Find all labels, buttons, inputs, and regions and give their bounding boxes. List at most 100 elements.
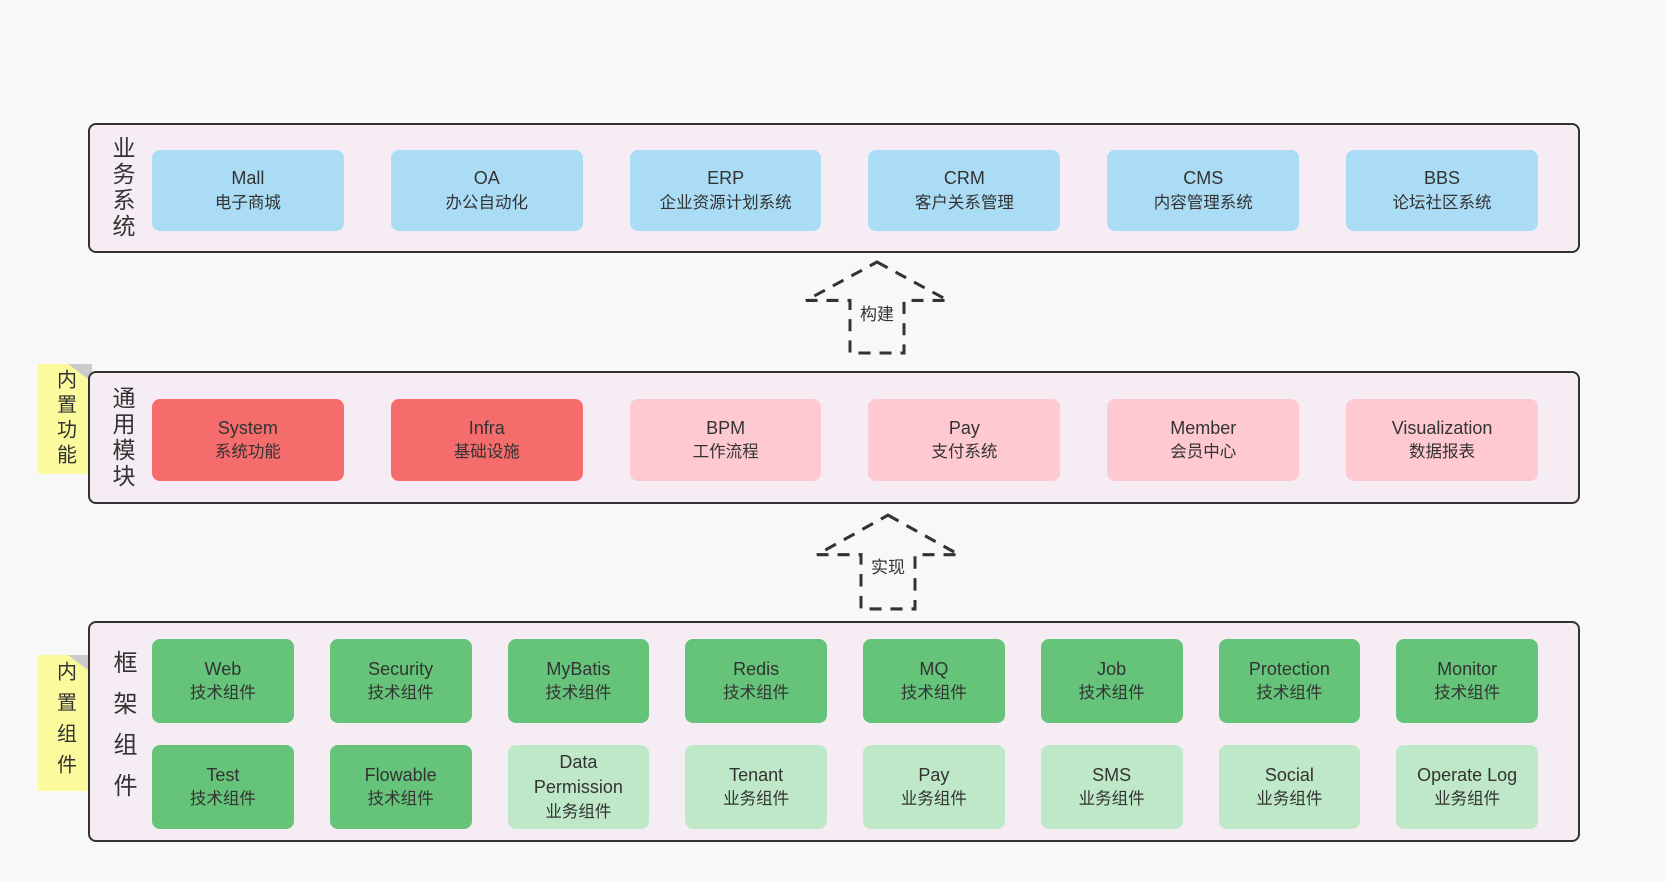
implement-arrow: 实现	[813, 512, 963, 612]
module-box-subtitle: 客户关系管理	[914, 193, 1014, 212]
sticky-note-label: 内置组件	[53, 661, 76, 785]
module-box-title: Redis	[733, 658, 780, 679]
module-box-subtitle: 技术组件	[1078, 684, 1145, 703]
module-box-title: MyBatis	[546, 658, 611, 679]
module-box-subtitle: 技术组件	[367, 684, 434, 703]
module-box-title: Job	[1097, 658, 1127, 679]
module-box-title: OA	[473, 168, 500, 189]
module-box-title: Tenant	[729, 764, 784, 785]
dashed-up-arrow-icon	[805, 260, 949, 355]
module-box-subtitle: 内容管理系统	[1153, 193, 1253, 212]
module-box-protection: Protection 技术组件	[1218, 639, 1361, 723]
module-box-bbs: BBS 论坛社区系统	[1346, 150, 1538, 231]
module-box-tenant: Tenant 业务组件	[685, 745, 827, 829]
module-box-social: Social 业务组件	[1218, 745, 1361, 829]
business-systems-box-row: Mall 电子商城 OA 办公自动化 ERP 企业资源计划系统 CRM 客户关系管理 CMS 内容…	[152, 150, 1538, 231]
folded-corner-icon	[68, 655, 92, 673]
module-box-title: MQ	[919, 658, 949, 679]
module-box-title: System	[217, 417, 278, 438]
folded-corner-icon	[68, 364, 92, 382]
layer-label-common-modules: 通用模块	[109, 385, 135, 490]
layer-business-systems: 业务系统 Mall 电子商城 OA 办公自动化 ERP 企业资源计划系统 CRM 客户关系管理…	[88, 123, 1580, 253]
module-box-subtitle: 技术组件	[367, 790, 434, 809]
module-box-sms: SMS 业务组件	[1040, 745, 1183, 829]
module-box-operate-log: Operate Log 业务组件	[1396, 745, 1538, 829]
module-box-subtitle: 工作流程	[692, 443, 759, 462]
module-box-title: CMS	[1183, 168, 1224, 189]
module-box-title: Web	[204, 658, 242, 679]
module-box-crm: CRM 客户关系管理	[868, 150, 1061, 231]
module-box-subtitle: 企业资源计划系统	[659, 193, 792, 212]
module-box-mall: Mall 电子商城	[152, 150, 344, 231]
module-box-title: Pay	[948, 417, 980, 438]
dashed-up-arrow-icon	[816, 513, 960, 611]
module-box-mq: MQ 技术组件	[863, 639, 1005, 723]
module-box-subtitle: 技术组件	[723, 684, 790, 703]
module-box-system: System 系统功能	[152, 399, 344, 481]
module-box-title: Mall	[231, 168, 265, 189]
module-box-title: BBS	[1424, 168, 1461, 189]
module-box-oa: OA 办公自动化	[390, 150, 583, 231]
module-box-title: ERP	[707, 168, 745, 189]
module-box-title: Security	[368, 658, 434, 679]
layer-label-business-systems: 业务系统	[109, 136, 135, 240]
module-box-title: Data Permission	[533, 751, 623, 798]
module-box-subtitle: 系统功能	[214, 443, 281, 462]
module-box-subtitle: 会员中心	[1170, 443, 1237, 462]
module-box-subtitle: 技术组件	[1434, 684, 1501, 703]
module-box-cms: CMS 内容管理系统	[1107, 150, 1300, 231]
module-box-subtitle: 基础设施	[453, 443, 520, 462]
module-box-subtitle: 业务组件	[1434, 790, 1501, 809]
module-box-bpm: BPM 工作流程	[629, 399, 822, 481]
module-box-subtitle: 业务组件	[723, 790, 790, 809]
module-box-subtitle: 技术组件	[189, 684, 256, 703]
module-box-title: Test	[206, 764, 240, 785]
module-box-title: Member	[1170, 417, 1237, 438]
module-box-subtitle: 支付系统	[931, 443, 998, 462]
module-box-subtitle: 业务组件	[1256, 790, 1323, 809]
module-box-title: SMS	[1092, 764, 1132, 785]
build-arrow: 构建	[802, 259, 952, 356]
module-box-mybatis: MyBatis 技术组件	[507, 639, 650, 723]
module-box-subtitle: 办公自动化	[445, 193, 528, 212]
module-box-title: CRM	[943, 168, 985, 189]
module-box-subtitle: 业务组件	[545, 802, 612, 821]
module-box-erp: ERP 企业资源计划系统	[629, 150, 822, 231]
module-box-web: Web 技术组件	[152, 639, 294, 723]
module-box-subtitle: 技术组件	[1256, 684, 1323, 703]
module-box-pay: Pay 支付系统	[868, 399, 1061, 481]
module-box-member: Member 会员中心	[1107, 399, 1300, 481]
module-box-subtitle: 业务组件	[1078, 790, 1145, 809]
module-box-title: BPM	[706, 417, 746, 438]
module-box-data-permission: Data Permission 业务组件	[507, 745, 650, 829]
module-box-title: Social	[1264, 764, 1314, 785]
module-box-monitor: Monitor 技术组件	[1396, 639, 1538, 723]
module-box-title: Operate Log	[1417, 764, 1518, 785]
layer-label-framework-components: 框架组件	[109, 649, 136, 814]
module-box-title: Visualization	[1391, 417, 1493, 438]
module-box-security: Security 技术组件	[329, 639, 472, 723]
module-box-job: Job 技术组件	[1040, 639, 1183, 723]
module-box-title: Protection	[1248, 658, 1330, 679]
sticky-note-label: 内置功能	[53, 369, 76, 469]
module-box-title: Pay	[918, 764, 950, 785]
module-box-redis: Redis 技术组件	[685, 639, 827, 723]
sticky-note-built-in-components: 内置组件	[38, 655, 92, 791]
module-box-subtitle: 数据报表	[1409, 443, 1476, 462]
module-box-subtitle: 论坛社区系统	[1392, 193, 1492, 212]
module-box-title: Flowable	[364, 764, 437, 785]
module-box-subtitle: 技术组件	[900, 684, 967, 703]
module-box-title: Monitor	[1437, 658, 1498, 679]
module-box-subtitle: 技术组件	[545, 684, 612, 703]
module-box-subtitle: 技术组件	[189, 790, 256, 809]
module-box-flowable: Flowable 技术组件	[329, 745, 472, 829]
sticky-note-built-in-functions: 内置功能	[38, 364, 92, 474]
module-box-subtitle: 电子商城	[214, 193, 281, 212]
